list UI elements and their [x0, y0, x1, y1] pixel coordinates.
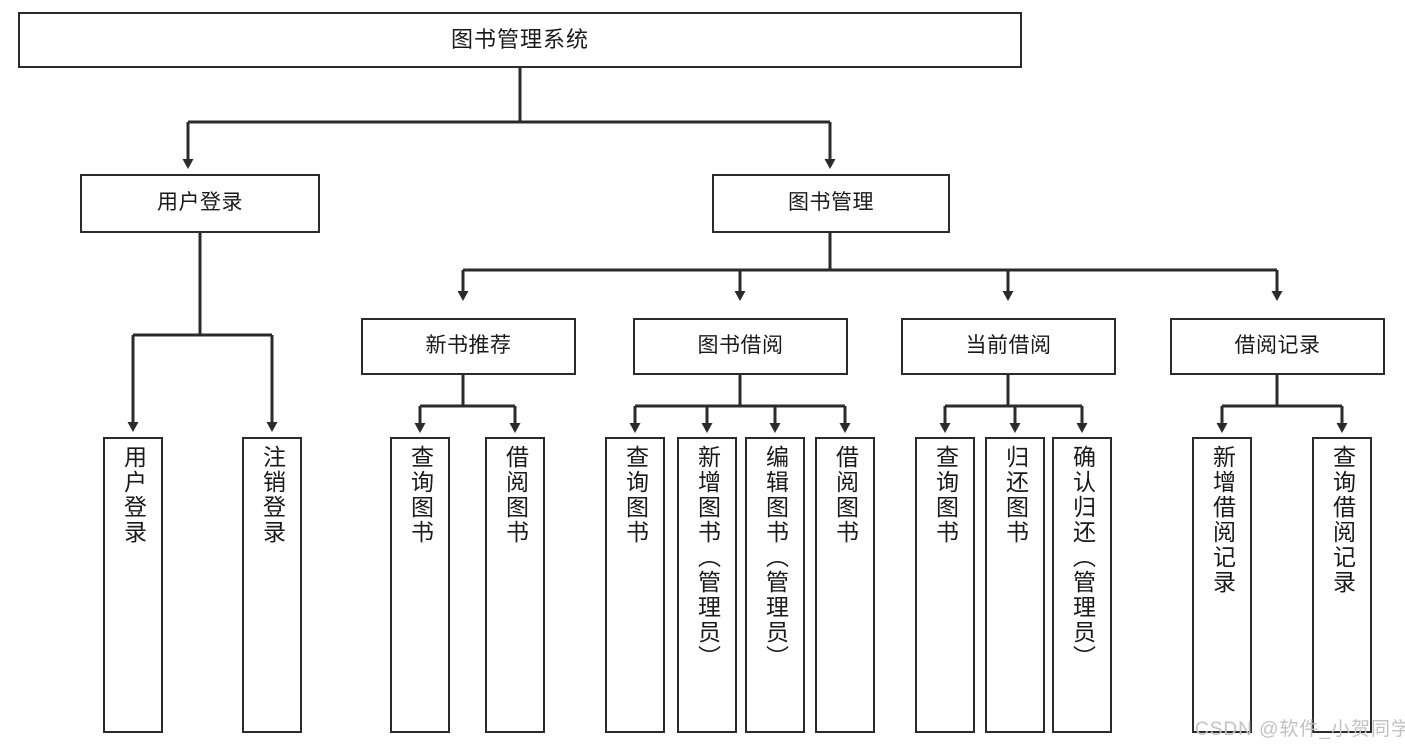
- node-root-label: 图书管理系统: [450, 27, 589, 53]
- node-leaf-query-borrow-record[interactable]: 查询借阅记录: [1312, 437, 1372, 733]
- node-leaf-add-borrow-record-label: 新增借阅记录: [1209, 445, 1236, 595]
- node-book-borrow[interactable]: 图书借阅: [633, 318, 848, 375]
- node-leaf-edit-book-admin[interactable]: 编辑图书（管理员）: [745, 437, 805, 733]
- node-leaf-query-book-recommend[interactable]: 查询图书: [390, 437, 450, 733]
- node-leaf-user-login-label: 用户登录: [120, 445, 147, 545]
- node-leaf-confirm-return-admin[interactable]: 确认归还（管理员）: [1052, 437, 1112, 733]
- node-book-management-label: 图书管理: [788, 191, 874, 215]
- node-borrow-record[interactable]: 借阅记录: [1170, 318, 1385, 375]
- node-user-login[interactable]: 用户登录: [80, 174, 320, 233]
- node-leaf-query-borrow-record-label: 查询借阅记录: [1329, 445, 1356, 595]
- node-leaf-borrow-book-label: 借阅图书: [832, 445, 859, 545]
- node-leaf-add-book-admin-label: 新增图书（管理员）: [694, 445, 721, 670]
- node-leaf-borrow-book-recommend[interactable]: 借阅图书: [485, 437, 545, 733]
- node-leaf-add-book-admin[interactable]: 新增图书（管理员）: [677, 437, 737, 733]
- node-current-borrow-label: 当前借阅: [965, 334, 1052, 358]
- node-root[interactable]: 图书管理系统: [18, 12, 1022, 68]
- node-leaf-query-book-current-label: 查询图书: [932, 445, 959, 545]
- node-leaf-logout-label: 注销登录: [259, 445, 286, 545]
- node-leaf-borrow-book-recommend-label: 借阅图书: [502, 445, 529, 545]
- node-leaf-confirm-return-admin-label: 确认归还（管理员）: [1069, 445, 1096, 670]
- node-book-management[interactable]: 图书管理: [712, 174, 950, 233]
- node-book-borrow-label: 图书借阅: [697, 334, 784, 358]
- node-user-login-label: 用户登录: [157, 191, 243, 215]
- node-leaf-logout[interactable]: 注销登录: [242, 437, 302, 733]
- watermark: CSDN @软件_小贺同学: [1195, 719, 1405, 740]
- node-leaf-return-book[interactable]: 归还图书: [985, 437, 1045, 733]
- node-new-book-recommend[interactable]: 新书推荐: [361, 318, 576, 375]
- node-leaf-add-borrow-record[interactable]: 新增借阅记录: [1192, 437, 1252, 733]
- node-leaf-query-book-current[interactable]: 查询图书: [915, 437, 975, 733]
- node-leaf-edit-book-admin-label: 编辑图书（管理员）: [762, 445, 789, 670]
- node-leaf-query-book-borrow-label: 查询图书: [622, 445, 649, 545]
- node-leaf-user-login[interactable]: 用户登录: [103, 437, 163, 733]
- node-leaf-return-book-label: 归还图书: [1002, 445, 1029, 545]
- node-new-book-recommend-label: 新书推荐: [425, 334, 512, 358]
- node-leaf-query-book-borrow[interactable]: 查询图书: [605, 437, 665, 733]
- node-current-borrow[interactable]: 当前借阅: [901, 318, 1116, 375]
- node-borrow-record-label: 借阅记录: [1234, 334, 1321, 358]
- node-leaf-borrow-book[interactable]: 借阅图书: [815, 437, 875, 733]
- node-leaf-query-book-recommend-label: 查询图书: [407, 445, 434, 545]
